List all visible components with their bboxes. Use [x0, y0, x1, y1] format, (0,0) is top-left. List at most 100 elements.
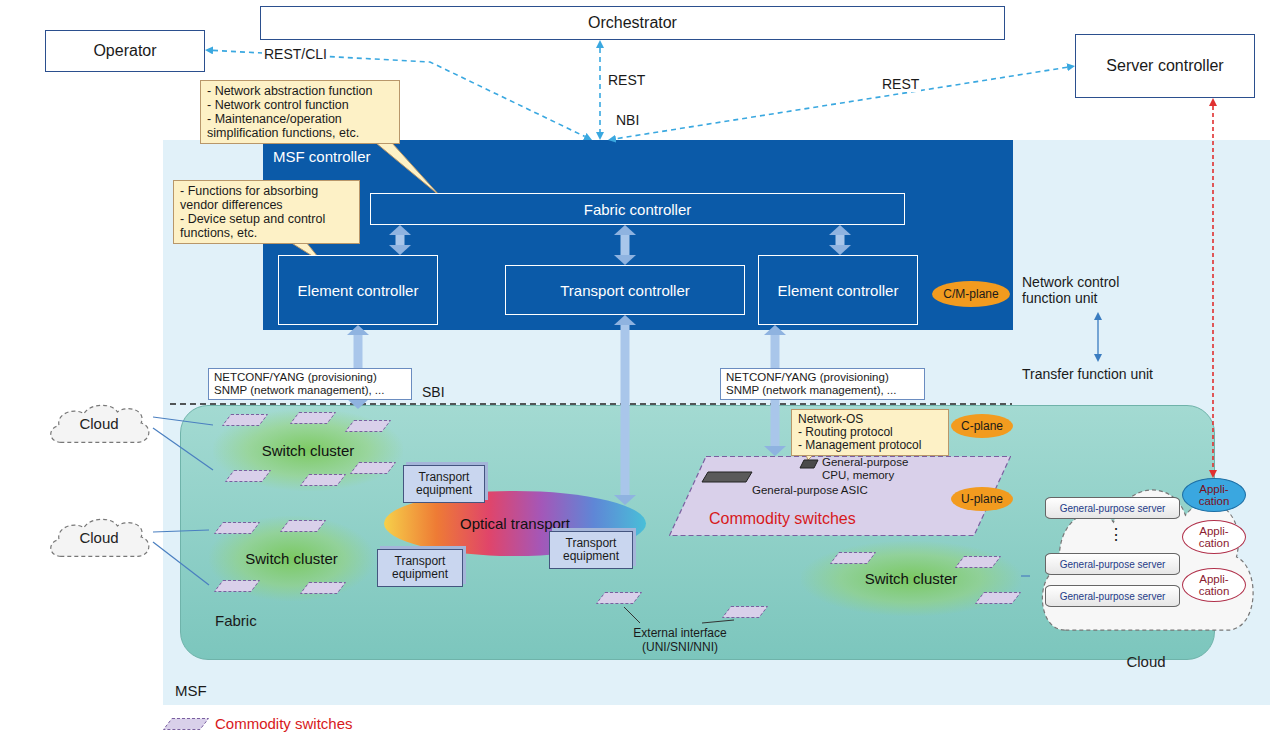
- node-text: General-purpose server: [1060, 503, 1166, 514]
- controller-box: Fabric controller: [370, 193, 905, 225]
- connector: [599, 48, 601, 132]
- callout-box: - Functions for absorbing vendor differe…: [173, 180, 360, 244]
- node-text: Transport equipment: [550, 537, 632, 563]
- application-bubble: Appli- cation: [1182, 568, 1246, 602]
- annotation-label: General-purpose ASIC: [752, 484, 868, 497]
- system-box: Orchestrator: [260, 6, 1005, 40]
- unit-arrow: [1094, 312, 1102, 362]
- edge-label: REST: [880, 76, 921, 92]
- cloud: CloudGeneral-purpose serverGeneral-purpo…: [1030, 470, 1262, 670]
- node-text: - Device setup and control functions, et…: [180, 212, 353, 240]
- connector: [153, 417, 213, 425]
- annotation-label: SBI: [420, 384, 447, 400]
- transport-equipment: Transport equipment: [377, 549, 463, 587]
- node-text: Appli- cation: [1191, 573, 1237, 597]
- node-text: - Functions for absorbing vendor differe…: [180, 184, 353, 212]
- node-text: C-plane: [961, 419, 1003, 433]
- connector: [1212, 106, 1214, 470]
- protocol-box: NETCONF/YANG (provisioning)SNMP (network…: [208, 368, 412, 400]
- controller-box: Transport controller: [505, 265, 745, 315]
- system-box: Server controller: [1075, 34, 1255, 98]
- system-box: Operator: [45, 30, 205, 72]
- node-text: SNMP (network management), ...: [726, 384, 896, 397]
- application-bubble: Appli- cation: [1182, 520, 1246, 554]
- cloud: Cloud: [45, 514, 153, 560]
- switch-cluster: Switch cluster: [801, 541, 1021, 616]
- connector: [153, 530, 209, 532]
- annotation-label: ⋮: [1108, 526, 1124, 544]
- leader-line: [624, 607, 734, 623]
- connector: [1021, 575, 1030, 576]
- connector: [396, 235, 405, 245]
- node-text: Operator: [93, 42, 156, 60]
- server: General-purpose server: [1045, 497, 1180, 519]
- connector: [836, 235, 845, 245]
- node-text: Network-OS: [798, 413, 863, 426]
- protocol-box: NETCONF/YANG (provisioning)SNMP (network…: [720, 368, 925, 400]
- node-text: Cloud: [1126, 653, 1165, 670]
- node-text: Fabric controller: [584, 201, 692, 218]
- node-text: Server controller: [1106, 57, 1223, 75]
- server: General-purpose server: [1045, 553, 1180, 575]
- node-text: Switch cluster: [262, 442, 355, 459]
- connector: [153, 542, 209, 585]
- controller-box: MSF controllerFabric controllerElement c…: [263, 140, 1013, 330]
- legend-text: Commodity switches: [215, 715, 353, 733]
- chip: [702, 460, 818, 482]
- annotation-label: NBI: [614, 112, 641, 128]
- transport-equipment: Transport equipment: [549, 531, 633, 569]
- node-text: Element controller: [778, 282, 899, 299]
- node-text: - Management protocol: [798, 439, 921, 452]
- annotation-label: Transfer function unit: [1022, 366, 1153, 382]
- transport-equipment: Transport equipment: [403, 465, 485, 503]
- node-text: NETCONF/YANG (provisioning): [726, 371, 889, 384]
- node-text: Switch cluster: [865, 570, 958, 587]
- node-text: - Network control function: [207, 98, 349, 112]
- node-text: Cloud: [79, 529, 118, 546]
- legend-sample: [164, 719, 209, 730]
- node-text: - Routing protocol: [798, 426, 893, 439]
- callout-tail: [290, 242, 322, 262]
- connector: [153, 428, 213, 470]
- callout-tail: [804, 450, 818, 460]
- node-text: General-purpose server: [1060, 559, 1166, 570]
- controller-box: Element controller: [278, 255, 438, 325]
- annotation-label: Network control function unit: [1022, 274, 1172, 306]
- plane-oval: U-plane: [951, 487, 1013, 511]
- cloud: Cloud: [45, 400, 153, 446]
- node-text: MSF controller: [273, 148, 371, 165]
- plane-oval: C-plane: [951, 414, 1013, 438]
- callout-box: - Network abstraction function- Network …: [200, 80, 400, 144]
- connector: [616, 67, 1067, 138]
- node-text: Commodity switches: [709, 510, 856, 528]
- application-bubble: Appli- cation: [1182, 478, 1246, 512]
- node-text: Cloud: [79, 415, 118, 432]
- node-text: Transport controller: [560, 282, 690, 299]
- plane-oval: C/M-plane: [932, 281, 1010, 307]
- edge-label: REST: [606, 72, 647, 88]
- node-text: - Maintenance/operation simplification f…: [207, 112, 393, 140]
- connector: [771, 335, 780, 446]
- node-text: NETCONF/YANG (provisioning): [214, 371, 377, 384]
- node-text: Appli- cation: [1191, 483, 1237, 507]
- node-text: MSF: [175, 682, 207, 699]
- callout-tail: [376, 143, 440, 196]
- node-text: U-plane: [961, 492, 1003, 506]
- node-text: Fabric: [215, 612, 257, 629]
- node-text: Switch cluster: [245, 550, 338, 567]
- connector: [354, 335, 363, 399]
- node-text: Transport equipment: [378, 555, 462, 581]
- node-text: C/M-plane: [943, 287, 998, 301]
- node-text: Appli- cation: [1191, 525, 1237, 549]
- node-text: Orchestrator: [588, 14, 677, 32]
- callout-box: Network-OS- Routing protocol- Management…: [791, 409, 949, 456]
- annotation-label: General-purpose CPU, memory: [822, 456, 927, 482]
- controller-box: Element controller: [758, 255, 918, 325]
- connector: [213, 50, 585, 136]
- connector: [621, 235, 630, 255]
- sbi-divider: [170, 403, 1012, 405]
- commodity-switch: [215, 413, 1021, 618]
- annotation-label: External interface (UNI/SNI/NNI): [600, 626, 760, 654]
- server: General-purpose server: [1045, 585, 1180, 607]
- connector: [621, 325, 630, 495]
